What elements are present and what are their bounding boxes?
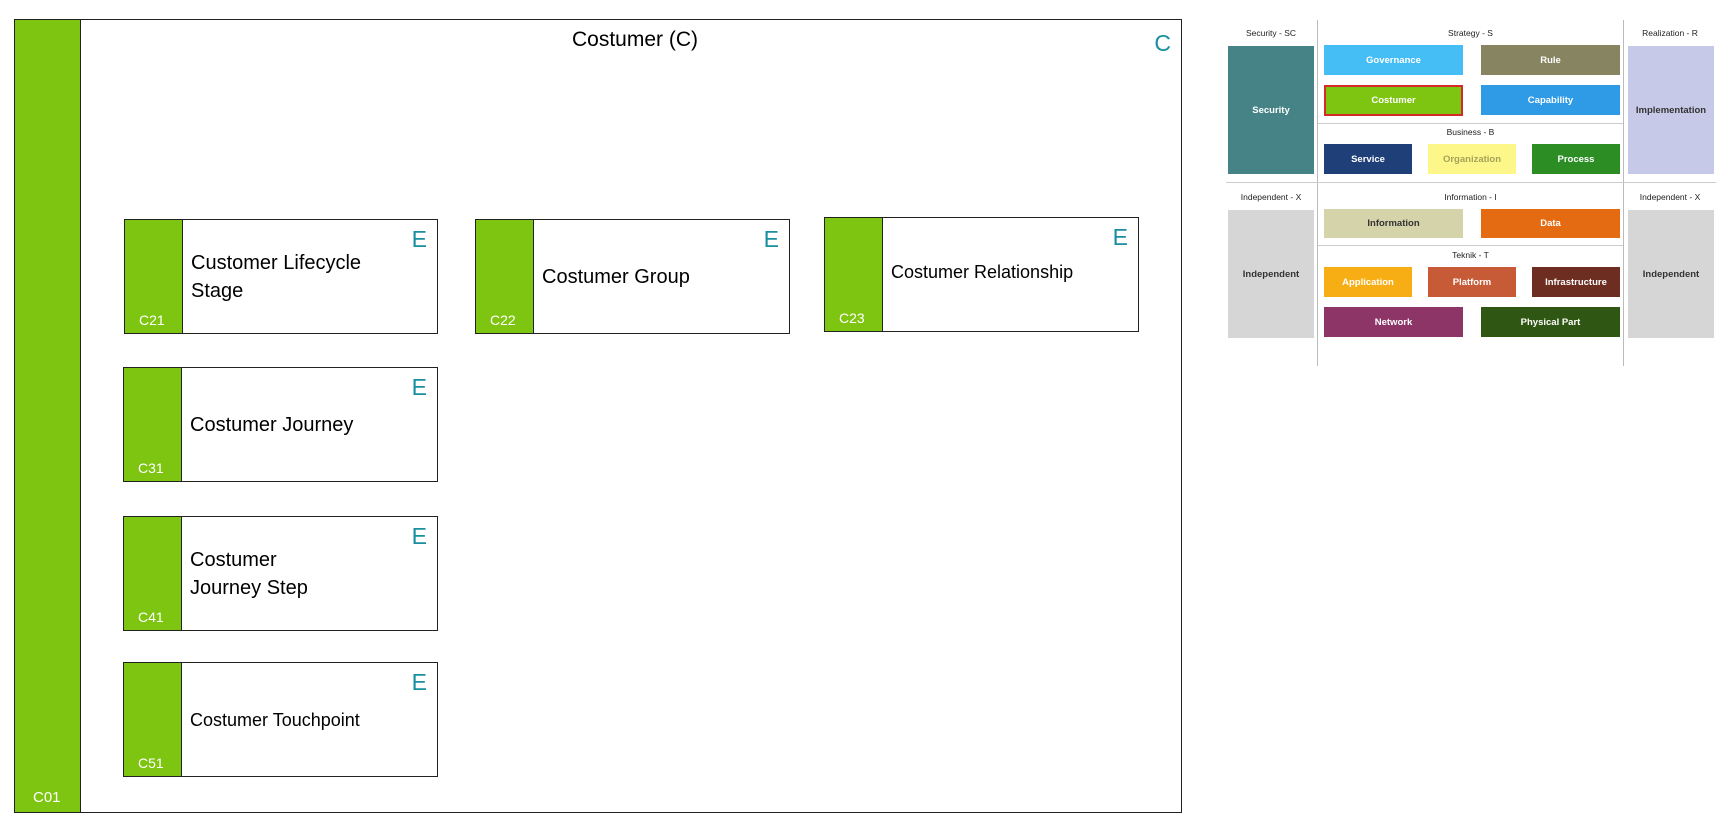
entity-c41[interactable]: C41 Costumer Journey Step E <box>123 516 438 631</box>
entity-c23[interactable]: C23 Costumer Relationship E <box>824 217 1139 332</box>
box-independent-right[interactable]: Independent <box>1628 210 1714 338</box>
entity-c31[interactable]: C31 Costumer Journey E <box>123 367 438 482</box>
entity-label: Costumer Touchpoint <box>190 709 360 730</box>
entity-color-bar: C51 <box>124 663 182 776</box>
domain-color-bar: C01 <box>15 20 81 812</box>
entity-code: C22 <box>490 312 516 328</box>
box-independent-left[interactable]: Independent <box>1228 210 1314 338</box>
entity-letter: E <box>1112 224 1128 250</box>
box-capability[interactable]: Capability <box>1481 85 1620 115</box>
box-implementation[interactable]: Implementation <box>1628 46 1714 174</box>
box-physical-part[interactable]: Physical Part <box>1481 307 1620 337</box>
entity-letter: E <box>763 226 779 252</box>
entity-c22[interactable]: C22 Costumer Group E <box>475 219 790 334</box>
map-divider <box>1317 20 1318 366</box>
entity-color-bar: C23 <box>825 218 883 331</box>
map-divider <box>1623 20 1624 366</box>
entity-code: C51 <box>138 755 164 771</box>
entity-letter: E <box>411 374 427 400</box>
entity-label: Costumer Group <box>542 265 690 288</box>
box-costumer-selected[interactable]: Costumer <box>1324 85 1463 116</box>
entity-code: C41 <box>138 609 164 625</box>
entity-label: Costumer Relationship <box>891 261 1074 282</box>
header-information: Information - I <box>1444 192 1497 202</box>
entity-letter: E <box>411 226 427 252</box>
header-independent-right: Independent - X <box>1639 192 1701 202</box>
box-rule[interactable]: Rule <box>1481 45 1620 75</box>
box-organization[interactable]: Organization <box>1428 144 1516 174</box>
domain-letter: C <box>1154 30 1171 56</box>
entity-code: C31 <box>138 460 164 476</box>
box-platform[interactable]: Platform <box>1428 267 1516 297</box>
domain-code: C01 <box>33 789 61 806</box>
entity-color-bar: C21 <box>125 220 183 333</box>
entity-c51[interactable]: C51 Costumer Touchpoint E <box>123 662 438 777</box>
map-divider <box>1318 123 1623 124</box>
entity-color-bar: C41 <box>124 517 182 630</box>
entity-label: Costumer Journey Step <box>190 548 308 599</box>
entity-label: Customer Lifecycle Stage <box>191 251 362 302</box>
header-teknik: Teknik - T <box>1452 250 1489 260</box>
map-divider <box>1226 182 1716 183</box>
box-data[interactable]: Data <box>1481 209 1620 238</box>
header-business: Business - B <box>1446 127 1495 137</box>
box-governance[interactable]: Governance <box>1324 45 1463 75</box>
architecture-overview-map: Security - SC Strategy - S Realization -… <box>1226 20 1716 366</box>
box-process[interactable]: Process <box>1532 144 1620 174</box>
box-security[interactable]: Security <box>1228 46 1314 174</box>
header-security: Security - SC <box>1245 28 1297 38</box>
entity-label: Costumer Journey <box>190 413 354 436</box>
entity-color-bar: C31 <box>124 368 182 481</box>
box-information[interactable]: Information <box>1324 209 1463 238</box>
entity-color-bar: C22 <box>476 220 534 333</box>
box-service[interactable]: Service <box>1324 144 1412 174</box>
domain-title: Costumer (C) <box>571 28 698 51</box>
entity-code: C23 <box>839 310 865 326</box>
header-strategy: Strategy - S <box>1448 28 1493 38</box>
box-infrastructure[interactable]: Infrastructure <box>1532 267 1620 297</box>
box-application[interactable]: Application <box>1324 267 1412 297</box>
box-network[interactable]: Network <box>1324 307 1463 337</box>
header-independent-left: Independent - X <box>1240 192 1302 202</box>
map-divider <box>1318 245 1623 246</box>
header-realization: Realization - R <box>1642 28 1698 38</box>
entity-c21[interactable]: C21 Customer Lifecycle Stage E <box>124 219 438 334</box>
entity-letter: E <box>411 669 427 695</box>
entity-letter: E <box>411 523 427 549</box>
entity-code: C21 <box>139 312 165 328</box>
